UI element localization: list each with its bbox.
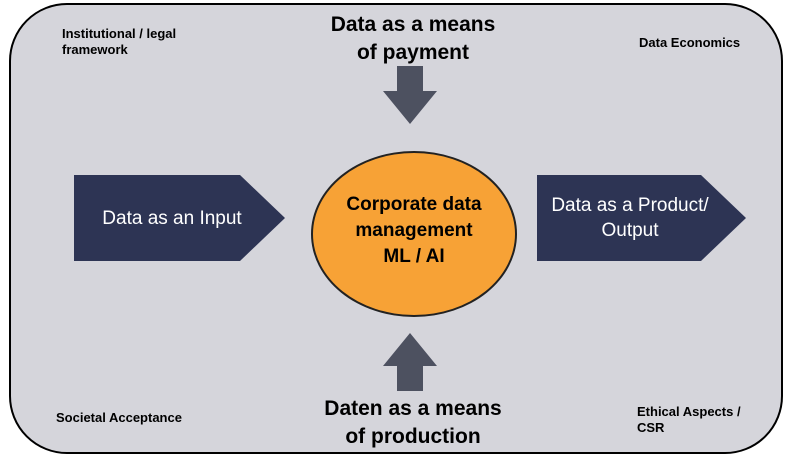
arrow-down-icon xyxy=(383,66,437,124)
corner-label-ethical-aspects: Ethical Aspects / CSR xyxy=(637,404,741,435)
center-circle xyxy=(311,151,517,317)
corner-label-data-economics: Data Economics xyxy=(639,35,741,50)
label-means-of-production: Daten as a means of production xyxy=(324,397,502,448)
center-label: Corporate data management ML / AI xyxy=(346,194,482,267)
label-means-of-payment: Data as a means of payment xyxy=(330,13,496,64)
output-chevron-icon xyxy=(537,175,746,261)
arrow-up-icon xyxy=(383,333,437,391)
corner-label-societal-acceptance: Societal Acceptance xyxy=(56,410,182,425)
corner-label-institutional-framework: Institutional / legal framework xyxy=(62,26,177,57)
input-chevron-icon xyxy=(74,175,285,261)
output-label: Data as a Product/ Output xyxy=(551,195,709,241)
input-label: Data as an Input xyxy=(102,208,242,229)
